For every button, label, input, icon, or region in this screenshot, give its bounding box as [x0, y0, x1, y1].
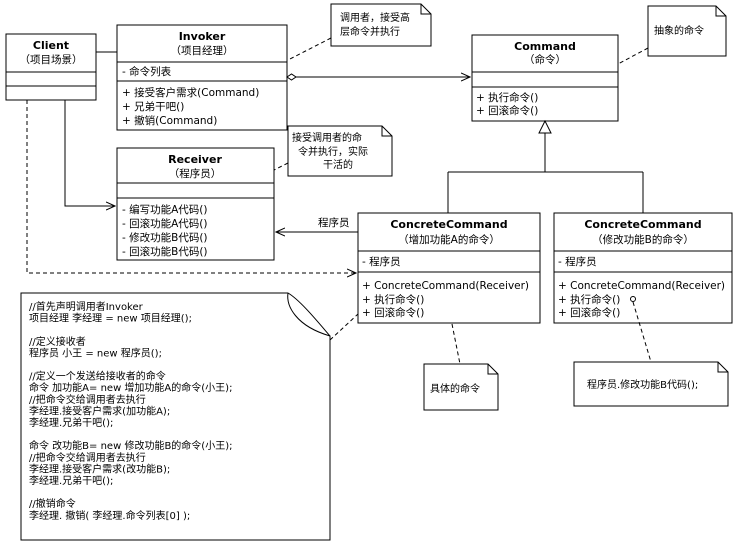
code-line: 项目经理 李经理 = new 项目经理(); — [29, 312, 192, 325]
receiver-name: Receiver — [168, 153, 222, 166]
code-line: 命令 改功能B= new 修改功能B的命令(小王); — [29, 439, 232, 452]
note-receiver-line: 接受调用者的命 — [292, 131, 362, 144]
association-client-receiver — [64, 100, 115, 206]
concrete-b-name: ConcreteCommand — [584, 218, 701, 231]
receiver-alias: （程序员） — [169, 167, 222, 180]
association-concrete-receiver: 程序员 — [276, 216, 358, 232]
code-line: //定义一个发送给接收者的命令 — [29, 370, 166, 383]
note-invoker: 调用者，接受高 层命令并执行 — [287, 3, 432, 61]
code-line: //把命令交给调用者去执行 — [29, 451, 146, 464]
association-label: 程序员 — [318, 216, 350, 229]
class-invoker[interactable]: Invoker （项目经理） - 命令列表 + 接受客户需求(Command) … — [116, 24, 288, 131]
command-alias: （命令） — [524, 53, 566, 66]
invoker-operation: + 撤销(Command) — [122, 114, 217, 127]
note-command-line: 抽象的命令 — [654, 24, 704, 37]
generalization-concrete-command — [447, 119, 644, 213]
class-concrete-command-a[interactable]: ConcreteCommand （增加功能A的命令） - 程序员 + Concr… — [357, 212, 541, 324]
code-line: 李经理. 撤销( 李经理.命令列表[0] ); — [29, 509, 190, 522]
concrete-a-alias: （增加功能A的命令） — [398, 233, 500, 246]
code-line: 命令 加功能A= new 增加功能A的命令(小王); — [29, 381, 232, 394]
concrete-b-attribute: - 程序员 — [558, 255, 597, 268]
concrete-b-operation: + 回滚命令() — [558, 306, 620, 319]
code-line: 程序员 小王 = new 程序员(); — [29, 346, 162, 359]
receiver-operation: - 修改功能B代码() — [122, 231, 208, 244]
note-command: 抽象的命令 — [617, 5, 727, 65]
code-line: //把命令交给调用者去执行 — [29, 393, 146, 406]
receiver-operation: - 回滚功能A代码() — [122, 217, 208, 230]
invoker-alias: （项目经理） — [171, 44, 234, 57]
code-line: //撤销命令 — [29, 497, 76, 510]
class-concrete-command-b[interactable]: ConcreteCommand （修改功能B的命令） - 程序员 + Concr… — [553, 212, 733, 324]
code-line: 李经理.接受客户需求(改功能B); — [29, 462, 170, 475]
command-name: Command — [514, 40, 576, 53]
class-command[interactable]: Command （命令） + 执行命令() + 回滚命令() — [471, 34, 619, 122]
invoker-operation: + 接受客户需求(Command) — [122, 86, 259, 99]
aggregation-invoker-command — [286, 74, 470, 80]
concrete-a-operation: + 执行命令() — [362, 293, 424, 306]
concrete-a-operation: + ConcreteCommand(Receiver) — [362, 280, 529, 292]
concrete-a-name: ConcreteCommand — [390, 218, 507, 231]
concrete-b-operation: + ConcreteCommand(Receiver) — [558, 280, 725, 292]
note-receiver: 接受调用者的命 令并执行，实际 干活的 — [273, 125, 393, 177]
concrete-a-operation: + 回滚命令() — [362, 306, 424, 319]
code-line: 李经理.兄弟干吧(); — [29, 474, 113, 487]
note-execute: 程序员.修改功能B代码(); — [573, 296, 729, 407]
client-alias: （项目场景） — [20, 53, 83, 66]
note-concrete: 具体的命令 — [423, 323, 499, 411]
class-receiver[interactable]: Receiver （程序员） - 编写功能A代码() - 回滚功能A代码() -… — [116, 147, 275, 261]
code-line: 李经理.兄弟干吧(); — [29, 416, 113, 429]
note-invoker-line: 调用者，接受高 — [340, 11, 410, 24]
invoker-name: Invoker — [179, 30, 226, 43]
dependency-client-concrete — [26, 100, 356, 273]
code-line: //首先声明调用者Invoker — [29, 300, 144, 313]
note-receiver-line: 干活的 — [323, 158, 353, 171]
command-operation: + 回滚命令() — [476, 104, 538, 117]
code-line: 李经理.接受客户需求(加功能A); — [29, 404, 170, 417]
note-concrete-line: 具体的命令 — [430, 382, 480, 395]
receiver-operation: - 回滚功能B代码() — [122, 245, 208, 258]
note-execute-line: 程序员.修改功能B代码(); — [587, 378, 698, 391]
concrete-a-attribute: - 程序员 — [362, 255, 401, 268]
command-operation: + 执行命令() — [476, 91, 538, 104]
invoker-attribute: - 命令列表 — [122, 65, 172, 78]
note-invoker-line: 层命令并执行 — [340, 25, 400, 38]
client-name: Client — [33, 39, 69, 52]
receiver-operation: - 编写功能A代码() — [122, 203, 208, 216]
class-client[interactable]: Client （项目场景） — [5, 33, 97, 101]
invoker-operation: + 兄弟干吧() — [122, 101, 184, 113]
code-line: //定义接收者 — [29, 335, 86, 348]
concrete-b-alias: （修改功能B的命令） — [592, 233, 694, 246]
note-receiver-line: 令并执行，实际 — [298, 145, 368, 158]
concrete-b-operation: + 执行命令() — [558, 293, 620, 306]
